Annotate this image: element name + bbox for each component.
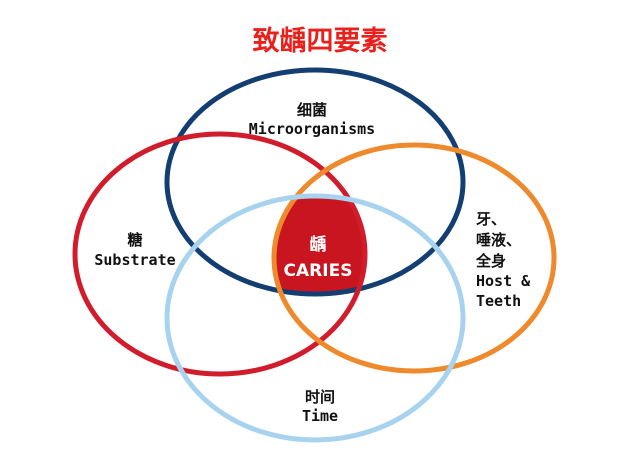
host-label-cn-line1: 牙、 — [476, 210, 506, 228]
substrate-circle — [72, 131, 368, 377]
host-label-en-line1: Host & — [476, 272, 531, 290]
time-label-en: Time — [302, 407, 338, 425]
host-label-cn-line3: 全身 — [475, 252, 506, 270]
page-title: 致龋四要素 — [253, 25, 388, 57]
time-label-cn: 时间 — [305, 388, 335, 406]
host-circle — [271, 142, 557, 374]
microorganisms-circle — [164, 67, 466, 297]
time-circle — [164, 193, 466, 443]
caries-label-cn: 龋 — [310, 234, 327, 255]
microorganisms-label-en: Microorganisms — [249, 120, 375, 138]
substrate-label-cn: 糖 — [127, 231, 142, 249]
substrate-label-en: Substrate — [94, 251, 175, 269]
host-label-cn-line2: 唾液、 — [476, 231, 521, 249]
microorganisms-label-cn: 细菌 — [297, 101, 327, 119]
caries-label-en: CARIES — [284, 261, 353, 281]
host-label-en-line2: Teeth — [476, 292, 521, 310]
